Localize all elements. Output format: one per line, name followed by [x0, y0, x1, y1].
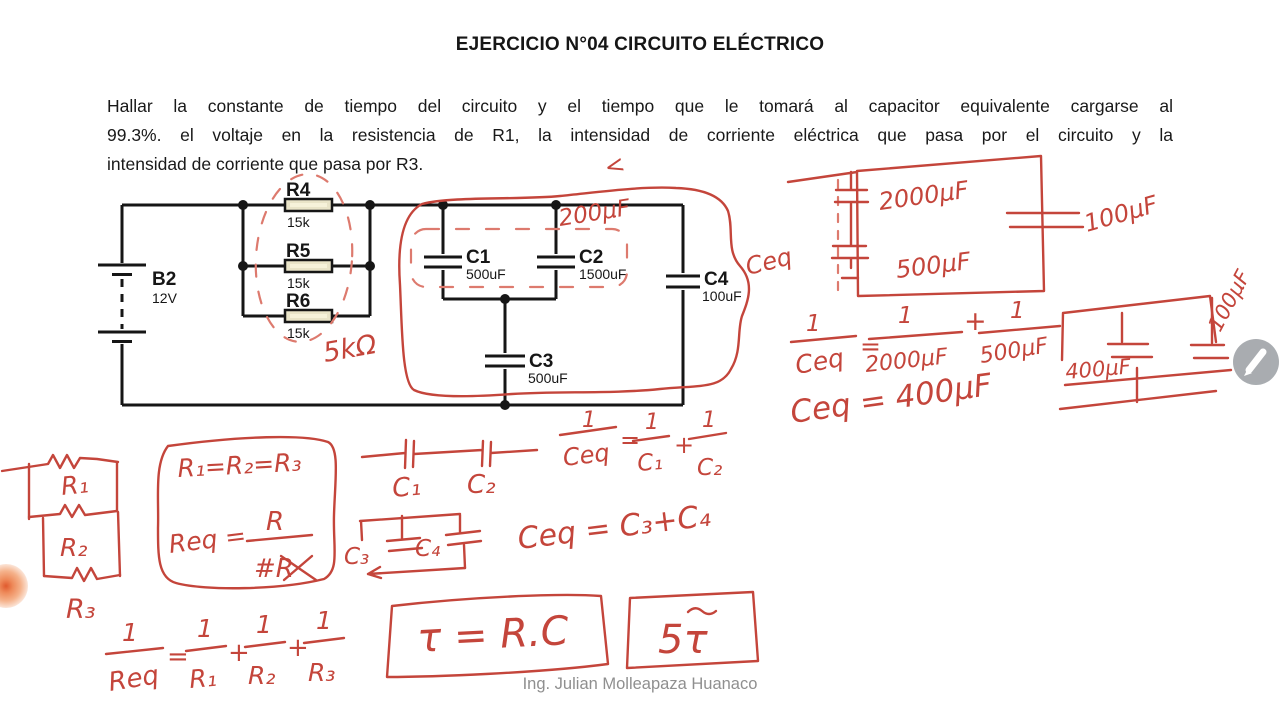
capacitor-value-label: 1500uF: [579, 266, 626, 282]
resistor-R4: R4 15k: [283, 180, 334, 230]
hw-capacitor-group-outline: [398, 186, 751, 398]
hw-frac-den: C₁: [636, 449, 663, 477]
hw-sketch-parallel-resistors: R₁ R₂ R₃: [0, 453, 122, 625]
hw-sketch-series-caps: 2000µF 500µF Ceq 100µF: [743, 154, 1162, 298]
resistor-R6: R6 15k: [283, 291, 334, 341]
hw-tau-formula: τ = R.C: [416, 608, 570, 662]
battery-voltage-label: 12V: [152, 290, 178, 306]
hw-c1c2-dashed-ring: [409, 227, 629, 289]
hw-sketch-series-c1c2: C₁ C₂: [360, 438, 539, 504]
hw-frac-den: R₃: [308, 658, 335, 687]
pencil-tool-button[interactable]: [1233, 339, 1279, 385]
hw-c1-label: C₁: [391, 472, 422, 504]
hw-resistor-equivalent-label: 5kΩ: [321, 329, 379, 369]
hw-tau-box: τ = R.C: [385, 593, 610, 679]
hw-sketch-parallel-c3c4: C₃ C₄: [344, 512, 483, 580]
hw-frac-den: Ceq: [561, 438, 611, 471]
battery-symbol: [98, 263, 146, 343]
hw-frac-num: 1: [806, 311, 821, 337]
hw-frac-num: 1: [1010, 298, 1025, 324]
capacitor-C3: C3 500uF: [485, 299, 568, 405]
junction-dots: [238, 200, 561, 410]
battery-name-label: B2: [152, 269, 176, 290]
hw-cap-400uF-label: 400µF: [1064, 354, 1132, 384]
hw-frac-num: 1: [316, 606, 332, 635]
hw-req-den: #R: [254, 554, 294, 584]
resistor-value-label: 15k: [287, 214, 311, 230]
resistor-name-label: R4: [286, 180, 311, 201]
hw-c4-label: C₄: [415, 536, 440, 562]
footer-credit: Ing. Julian Molleapaza Huanaco: [522, 675, 758, 693]
hand-annotations: 5kΩ 200µF < 2000µF 500µF Ceq 100µF 1: [0, 150, 1256, 698]
hw-frac-num: 1: [645, 410, 659, 435]
hw-c3-label: C₃: [344, 544, 369, 570]
hw-frac-den: C₂: [697, 455, 722, 481]
problem-text: Hallar la constante de tiempo del circui…: [107, 92, 1173, 179]
hw-frac-den: 500µF: [978, 333, 1050, 368]
hw-r-equal-rule: R₁=R₂=R₃: [177, 448, 302, 483]
hw-frac-num: 1: [122, 618, 138, 647]
capacitor-name-label: C2: [579, 247, 603, 268]
hw-formula-ceq-c1c2: 1 Ceq = 1 C₁ + 1 C₂: [558, 408, 728, 481]
hw-frac-num: 1: [582, 408, 596, 433]
capacitor-value-label: 500uF: [528, 370, 568, 386]
hw-r2-label: R₂: [60, 533, 87, 562]
hw-r3-label: R₃: [66, 594, 96, 625]
resistor-branch-wires: [241, 205, 372, 316]
hw-plus: +: [228, 638, 250, 668]
hw-plus: +: [674, 431, 694, 459]
capacitor-value-label: 100uF: [702, 288, 742, 304]
hw-frac-num: 1: [898, 303, 913, 329]
hw-frac-num: 1: [256, 610, 272, 639]
hw-ceq-label: Ceq: [743, 242, 795, 280]
capacitor-name-label: C3: [529, 351, 553, 372]
resistor-name-label: R5: [286, 241, 311, 262]
resistor-name-label: R6: [286, 291, 310, 312]
hw-resistor-group-circle: [254, 173, 354, 343]
hw-arrow-mark: <: [601, 150, 628, 182]
hw-equals: =: [167, 642, 189, 672]
capacitor-C1: C1 500uF: [424, 205, 506, 299]
page-title: EJERCICIO N°04 CIRCUITO ELÉCTRICO: [455, 34, 825, 55]
resistor-R5: R5 15k: [283, 241, 334, 291]
capacitor-name-label: C1: [466, 247, 491, 268]
hw-req-lhs: Req =: [167, 521, 247, 559]
hw-ceq-parallel-formula: Ceq = C₃+C₄: [516, 499, 713, 557]
hw-frac-den: Ceq: [793, 343, 846, 380]
hw-plus: +: [287, 633, 309, 663]
hw-formula-ceq-series: 1 Ceq = 1 2000µF + 1 500µF: [789, 298, 1062, 380]
capacitor-C4: C4 100uF: [666, 269, 742, 304]
problem-line-1: Hallar la constante de tiempo del circui…: [107, 96, 1173, 116]
hw-equals: =: [620, 426, 640, 454]
hw-plus: +: [964, 306, 987, 337]
hw-cap-500uF-label: 500µF: [894, 247, 973, 284]
hw-r1-label: R₁: [60, 469, 90, 501]
problem-line-2: 99.3%. el voltaje en la resistencia de R…: [107, 125, 1173, 145]
hw-c2-label: C₂: [467, 470, 496, 500]
problem-line-3: intensidad de corriente que pasa por R3.: [107, 154, 424, 174]
hw-frac-den: R₂: [248, 661, 275, 690]
hw-cap-2000uF-label: 2000µF: [877, 176, 971, 216]
hw-c1c2-equivalent-label: 200µF: [557, 195, 633, 232]
resistor-value-label: 15k: [287, 275, 311, 291]
hw-sketch-right-caps: 400µF 100µF: [1058, 265, 1256, 411]
capacitor-value-label: 500uF: [466, 266, 506, 282]
hw-req-num: R: [266, 507, 284, 537]
capacitor-name-label: C4: [704, 269, 729, 290]
hw-req-rule-box: R₁=R₂=R₃ Req = R #R: [156, 435, 338, 590]
hw-five-tau-box: 5τ: [625, 590, 760, 670]
hw-cap-100uF-label: 100µF: [1081, 190, 1162, 238]
hw-frac-num: 1: [702, 408, 716, 433]
resistor-value-label: 15k: [287, 325, 311, 341]
hw-frac-num: 1: [197, 614, 213, 643]
circuit-diagram: B2 12V R4 15k R5 15k R6 15k: [98, 180, 742, 410]
hw-five-tau-value: 5τ: [658, 617, 708, 663]
hw-ceq-result: Ceq = 400µF: [788, 367, 995, 431]
pencil-icon: [1244, 348, 1267, 376]
hw-frac-den: R₁: [188, 663, 218, 694]
